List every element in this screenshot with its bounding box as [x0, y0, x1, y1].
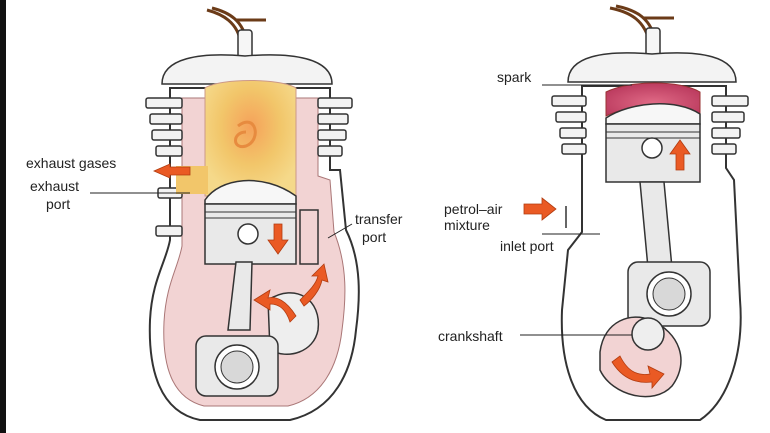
label-exhaust-port-line2: port: [46, 196, 70, 212]
left-edge-bar: [0, 0, 6, 433]
gudgeon-pin-right: [641, 137, 663, 159]
label-transfer-port-line1: transfer: [355, 211, 403, 227]
label-exhaust-gases: exhaust gases: [26, 155, 116, 171]
mixture-flow-arrow: [523, 197, 557, 221]
label-mixture-line2: mixture: [444, 217, 490, 233]
label-crankshaft: crankshaft: [438, 328, 503, 344]
cylinder-head: [161, 54, 333, 85]
exhaust-flow-arrow: [153, 163, 191, 179]
label-exhaust-port-line1: exhaust: [30, 178, 79, 194]
leader-lines: [90, 84, 632, 336]
crankshaft-journal: [631, 317, 665, 351]
transfer-flow-arrow: [299, 263, 329, 307]
right-engine: [523, 4, 749, 421]
transfer-port-channel: [299, 209, 319, 265]
gas-swirl: [234, 120, 257, 149]
crank-web-left: [267, 292, 320, 355]
crank-rotation-arrow: [253, 289, 297, 323]
cooling-fins-right: [317, 97, 353, 157]
label-transfer-port-line2: port: [362, 229, 386, 245]
cylinder-head-right: [567, 52, 737, 83]
exhaust-gas-chamber: [204, 80, 297, 197]
connecting-rod-left: [227, 261, 253, 331]
piston-crown-right: [605, 103, 701, 125]
piston-up-arrow: [669, 139, 691, 171]
gudgeon-pin-left: [237, 223, 259, 245]
piston-crown-left: [204, 179, 297, 205]
label-mixture-line1: petrol–air: [444, 201, 503, 217]
piston-down-arrow: [267, 223, 289, 255]
label-spark: spark: [497, 69, 532, 85]
label-inlet-port: inlet port: [500, 238, 554, 254]
labels: exhaust gases exhaust port transfer port…: [26, 69, 554, 344]
crank-rotation-arrow-right: [611, 355, 665, 390]
left-engine: [145, 6, 360, 421]
cooling-fins-right-engine: [551, 95, 749, 155]
